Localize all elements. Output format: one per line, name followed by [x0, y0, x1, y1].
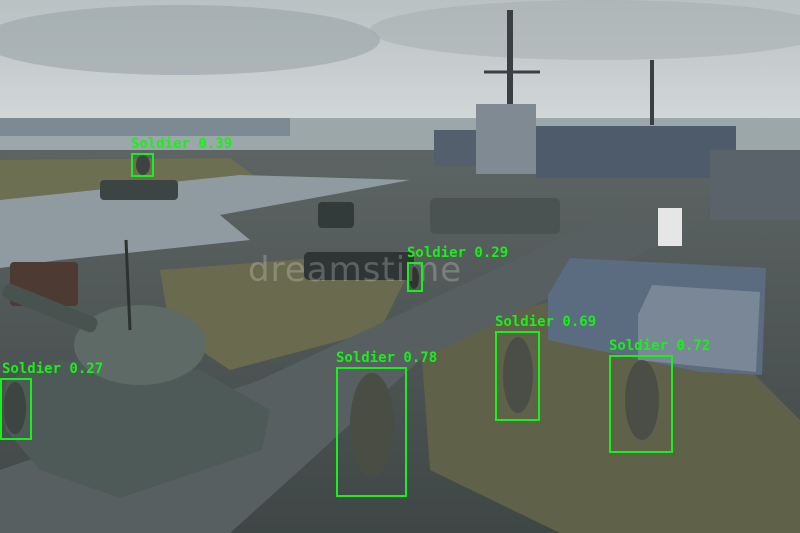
watermark-text: dreamstime	[248, 250, 463, 290]
detection-box-soldier: Soldier 0.29	[407, 245, 508, 292]
detection-box-soldier: Soldier 0.78	[336, 350, 437, 497]
detection-box-soldier: Soldier 0.72	[609, 338, 710, 453]
detection-label: Soldier 0.72	[609, 338, 711, 354]
detection-box-soldier: Soldier 0.69	[495, 314, 596, 421]
detection-box-soldier: Soldier 0.39	[131, 136, 232, 177]
detection-box-soldier: Soldier 0.27	[0, 361, 103, 440]
detection-label: Soldier 0.78	[336, 350, 438, 366]
detection-label: Soldier 0.27	[2, 361, 104, 377]
detection-label: Soldier 0.69	[495, 314, 597, 330]
detection-label: Soldier 0.39	[131, 136, 233, 152]
detection-label: Soldier 0.29	[407, 245, 509, 261]
